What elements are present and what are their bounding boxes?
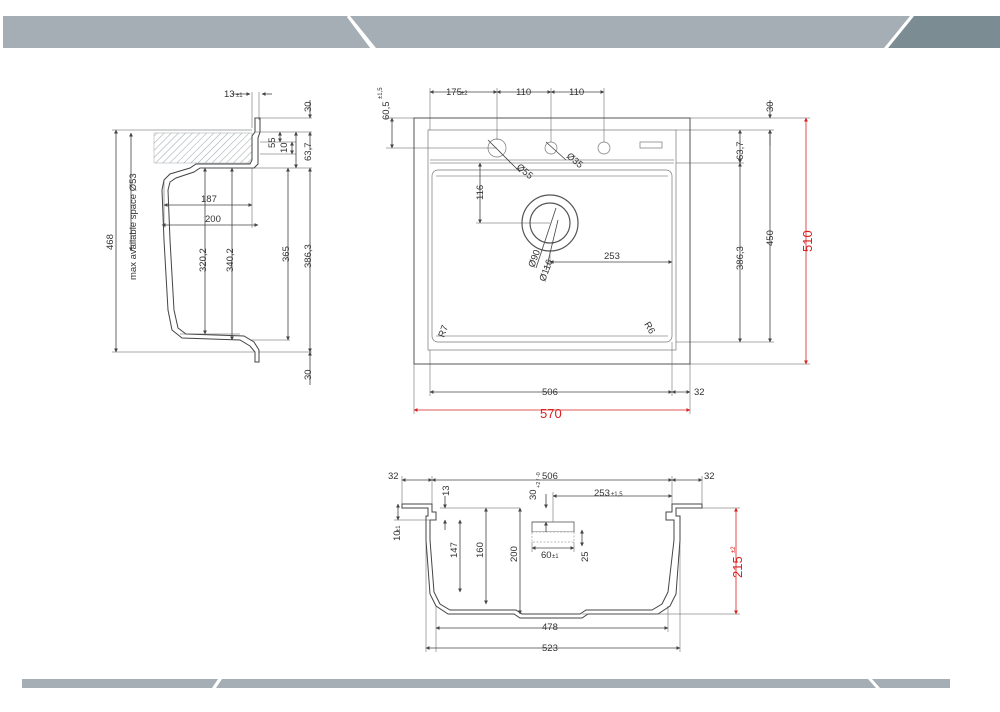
front-dim-30-value: 30 (528, 489, 539, 500)
top-banner-divider-right (884, 15, 914, 49)
top-dim-32: 32 (694, 387, 705, 398)
top-dim-116: 116 (475, 185, 486, 200)
top-dim-570: 570 (540, 406, 562, 421)
overflow-box (531, 521, 575, 533)
top-banner-divider-left (346, 15, 374, 49)
side-dim-30-bottom: 30 (303, 369, 314, 380)
top-dim-110-a: 110 (516, 87, 531, 98)
side-view: 13 ±1 30 55 10 63,7 468 max available sp… (105, 89, 314, 385)
top-radius-r6: R6 (641, 320, 657, 336)
front-dim-10: 10 ±1 (392, 525, 403, 541)
bottom-banner (22, 679, 950, 688)
top-banner-right (888, 16, 1000, 48)
top-banner-left (3, 16, 372, 48)
side-dim-10: 10 (279, 142, 290, 153)
side-dim-365: 365 (281, 246, 292, 262)
front-view: 32 506 32 13 30 +2 / -0 253 ±1,5 10 ±1 1… (388, 471, 745, 654)
side-dim-63-7: 63,7 (303, 143, 314, 162)
front-dim-32-right: 32 (704, 471, 715, 482)
countertop-hatch (153, 132, 253, 164)
top-dim-110-b: 110 (569, 87, 584, 98)
front-dim-60: 60 ±1 (541, 550, 559, 561)
top-banner-middle (350, 16, 912, 48)
side-dim-386-3: 386,3 (303, 244, 314, 268)
front-dim-253-value: 253 (594, 488, 610, 499)
top-dim-386-3: 386,3 (735, 246, 746, 270)
front-dim-25: 25 (580, 551, 591, 562)
side-dim-187: 187 (201, 194, 217, 205)
top-dim-175: 175 ±2 (446, 87, 468, 98)
front-dim-506: 506 (542, 471, 558, 482)
front-dim-215: 215 ±2 (730, 546, 745, 578)
side-space-note: max available space Ø53 (128, 173, 139, 280)
top-dim-63-7: 63,7 (735, 142, 746, 161)
front-dim-10-tolerance: ±1 (396, 525, 402, 532)
side-dim-13-tolerance: ±1 (236, 93, 243, 99)
top-view: 60,5 ±1,5 175 ±2 110 110 30 63,7 Ø55 Ø35… (378, 87, 815, 421)
front-dim-147: 147 (449, 542, 460, 558)
bottom-banner-middle (216, 679, 876, 688)
top-radius-r7: R7 (436, 324, 450, 339)
front-dim-13: 13 (441, 485, 452, 496)
front-dim-215-tolerance: ±2 (731, 546, 737, 553)
front-dim-478: 478 (542, 622, 558, 633)
top-dim-450: 450 (765, 230, 776, 246)
top-dim-175-tolerance: ±2 (461, 91, 468, 97)
front-dim-30-tolerance: +2 / -0 (536, 472, 542, 488)
side-dim-13-value: 13 (224, 89, 235, 100)
top-dim-175-value: 175 (446, 87, 462, 98)
side-dim-30-top: 30 (303, 101, 314, 112)
front-dim-30: 30 +2 / -0 (528, 472, 542, 500)
tap-hole-35-a (544, 141, 558, 155)
front-dim-60-value: 60 (541, 550, 552, 561)
side-dim-55: 55 (267, 137, 278, 148)
bowl-outline (431, 169, 673, 343)
front-dim-160: 160 (475, 542, 486, 558)
overflow-slot (639, 141, 663, 149)
side-dim-320-2: 320,2 (198, 248, 209, 272)
top-dim-510: 510 (800, 230, 815, 252)
front-dim-60-tolerance: ±1 (552, 554, 559, 560)
front-dim-253-tolerance: ±1,5 (611, 492, 623, 498)
side-dim-200: 200 (205, 214, 221, 225)
top-dim-60-5-tolerance: ±1,5 (378, 87, 384, 99)
front-dim-523: 523 (542, 643, 558, 654)
front-dim-253: 253 ±1,5 (594, 488, 623, 499)
bottom-banner-right (872, 679, 950, 688)
front-dim-200: 200 (509, 546, 520, 562)
front-dim-10-value: 10 (392, 530, 403, 541)
top-dim-60-5-value: 60,5 (381, 102, 392, 121)
front-dim-215-value: 215 (730, 556, 745, 578)
side-dim-340-2: 340,2 (225, 248, 236, 272)
top-dim-253: 253 (604, 251, 620, 262)
sink-inner-rim (427, 129, 677, 351)
side-dim-468: 468 (105, 234, 116, 250)
top-dim-60-5: 60,5 ±1,5 (378, 87, 392, 120)
tap-hole-35-b (597, 141, 611, 155)
top-dim-30: 30 (765, 101, 776, 112)
bottom-banner-left (22, 679, 218, 688)
front-dim-32-left: 32 (388, 471, 399, 482)
top-dim-506: 506 (542, 387, 558, 398)
top-banner (3, 15, 1000, 49)
sink-front-profile (401, 503, 703, 619)
side-dim-13: 13 ±1 (224, 89, 243, 100)
